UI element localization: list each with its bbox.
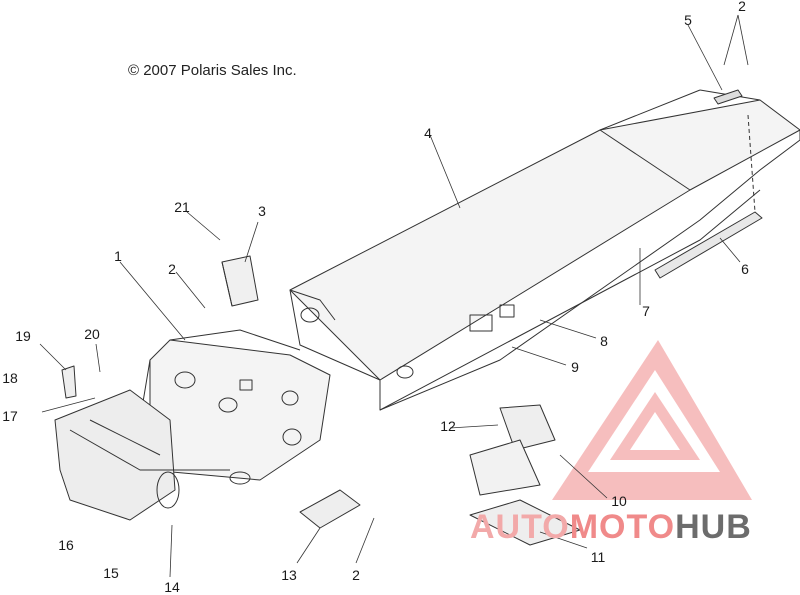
callout-19: 19 [15,328,31,344]
callout-5: 5 [684,12,692,28]
bracket-part [61,365,77,399]
callout-7: 7 [642,303,650,319]
callout-4: 4 [424,125,432,141]
callout-20: 20 [84,326,100,342]
front-bulkhead-part [139,329,331,481]
plate-part [713,89,743,105]
callout-2-bottom: 2 [352,567,360,583]
watermark-logo [552,340,752,500]
callout-9: 9 [571,359,579,375]
callout-11: 11 [590,549,606,565]
rail-strip-part [654,114,763,279]
callout-8: 8 [600,333,608,349]
callout-21: 21 [174,199,190,215]
callout-12: 12 [440,418,456,434]
ecu-box-part [221,255,259,307]
callout-15: 15 [103,565,119,581]
leader-lines [39,14,749,578]
watermark-hub: HUB [675,508,752,546]
heat-shield-part [469,404,581,546]
tunnel-part [289,89,800,411]
watermark-auto: AUTO [470,508,570,546]
front-frame-part [54,389,251,521]
copyright-text: © 2007 Polaris Sales Inc. [128,62,297,79]
callout-17: 17 [2,408,18,424]
callout-10: 10 [611,493,627,509]
callout-6: 6 [741,261,749,277]
skid-plate-part [299,489,361,529]
callout-2-top: 2 [738,0,746,14]
callout-14: 14 [164,579,180,595]
watermark-text: AUTOMOTOHUB [470,508,752,547]
callout-1: 1 [114,248,122,264]
watermark-moto: MOTO [569,508,676,546]
callout-3: 3 [258,203,266,219]
callout-13: 13 [281,567,297,583]
callout-18: 18 [2,370,18,386]
callout-2-front: 2 [168,261,176,277]
callout-16: 16 [58,537,74,553]
